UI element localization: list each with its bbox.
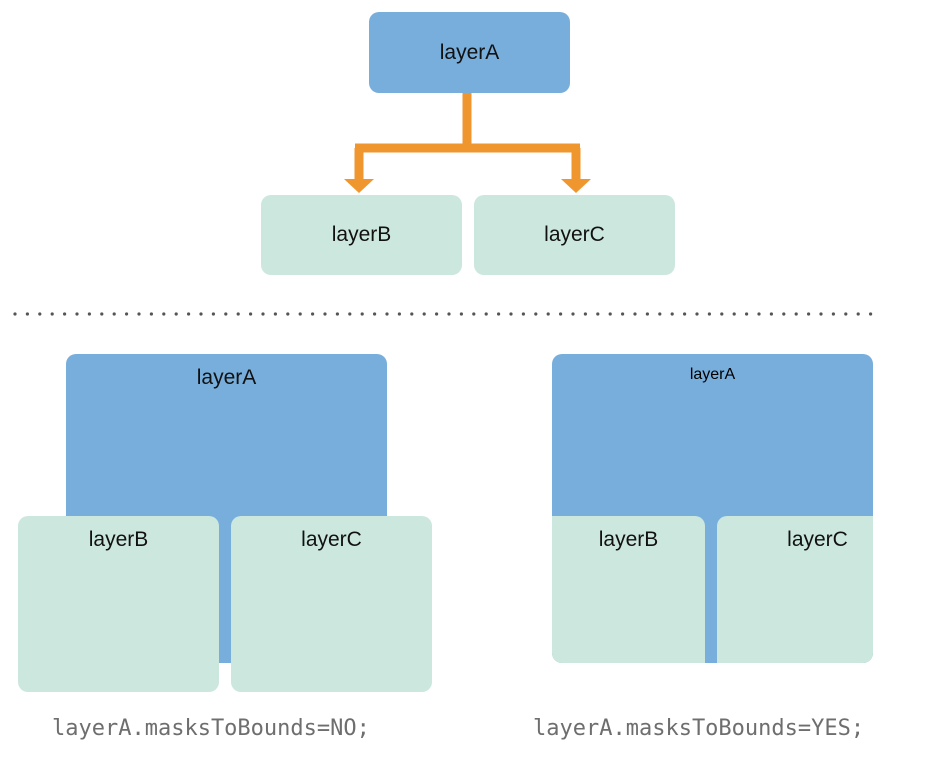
example-yes-child-b-label: layerB: [598, 528, 659, 551]
tree-child-layerB: layerB: [261, 195, 462, 275]
example-yes-parent-layerA: layerA layerB layerC: [552, 354, 873, 663]
example-yes-caption: layerA.masksToBounds=YES;: [533, 716, 865, 741]
tree-root-label: layerA: [439, 40, 500, 64]
example-no-child-b-label: layerB: [88, 528, 149, 551]
example-no-child-c-label: layerC: [301, 528, 362, 551]
example-no-child-layerB: layerB: [18, 516, 219, 692]
tree-child-layerC: layerC: [474, 195, 675, 275]
example-yes-child-layerB: layerB: [552, 516, 705, 663]
example-yes-child-layerC: layerC: [717, 516, 873, 663]
arrowhead-left: [344, 179, 374, 193]
tree-child-b-label: layerB: [331, 223, 392, 246]
tree-child-c-label: layerC: [544, 223, 605, 246]
example-no-parent-label: layerA: [196, 366, 257, 389]
example-no-child-layerC: layerC: [231, 516, 432, 692]
tree-root-layerA: layerA: [369, 12, 570, 93]
arrowhead-right: [561, 179, 591, 193]
example-no-caption: layerA.masksToBounds=NO;: [52, 716, 370, 741]
example-yes-parent-label: layerA: [689, 366, 736, 383]
example-yes-child-c-label: layerC: [787, 528, 848, 551]
